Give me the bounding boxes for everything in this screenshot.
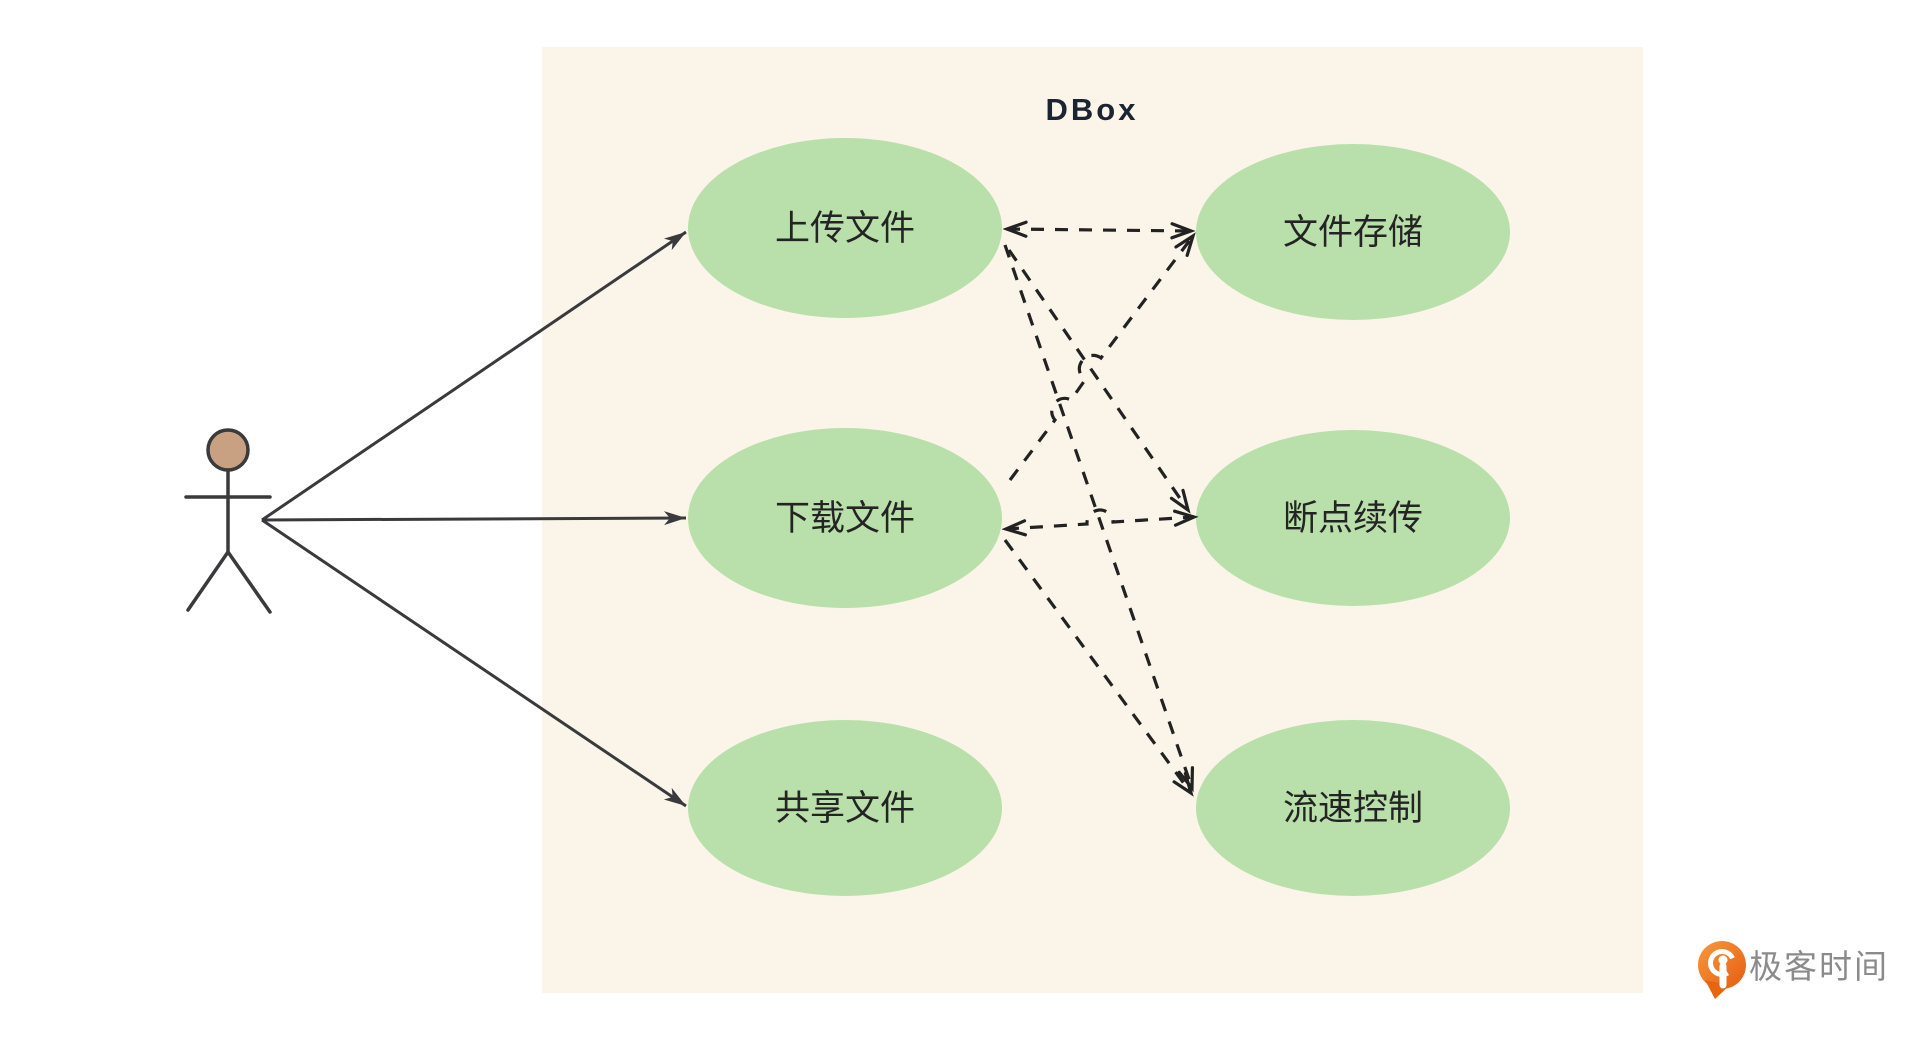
use-case-label: 下载文件 [775,499,915,538]
use-case-ellipse [688,138,1002,318]
use-case-ellipse [1196,430,1510,606]
use-case-share: 共享文件 [688,720,1002,896]
use-case-ellipse [688,428,1002,608]
actor-figure [184,428,272,614]
use-case-resume: 断点续传 [1196,430,1510,606]
association-actor-upload [261,230,687,522]
use-case-label: 流速控制 [1283,789,1423,828]
use-case-upload: 上传文件 [688,138,1002,318]
association-actor-share [261,518,687,808]
use-case-ellipse [688,720,1002,896]
geektime-logo: 极客时间 [1698,941,1889,999]
dependency-upload-resume [1007,249,1191,514]
use-case-label: 断点续传 [1283,499,1423,538]
use-case-label: 上传文件 [775,209,915,248]
use-case-download: 下载文件 [688,428,1002,608]
actor-head [206,428,250,472]
actor-legs [186,550,272,614]
use-case-ellipse [1196,144,1510,320]
dependency-download-resume [1006,508,1194,529]
use-case-storage: 文件存储 [1196,144,1510,320]
use-case-ellipse [1196,720,1510,896]
dependency-download-ratectl [1003,539,1194,797]
system-title: DBox [1046,92,1139,127]
dependency-upload-storage [1007,229,1191,231]
association-actor-download [261,511,687,526]
use-case-ratectl: 流速控制 [1196,720,1510,896]
geektime-logo-text: 极客时间 [1749,948,1889,985]
geektime-logo-icon [1698,941,1746,999]
use-case-label: 文件存储 [1283,213,1423,252]
use-case-label: 共享文件 [775,789,915,828]
